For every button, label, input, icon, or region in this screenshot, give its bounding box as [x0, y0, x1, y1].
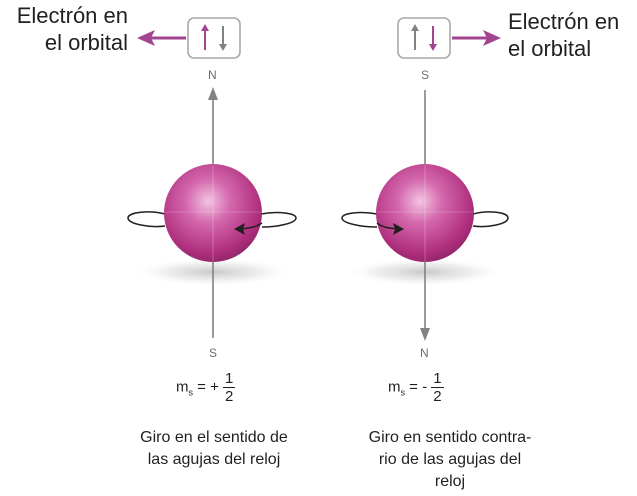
right-orbit-left: [341, 211, 378, 228]
right-pole-top: S: [421, 68, 430, 82]
left-rotation-arrow: [234, 223, 245, 235]
left-frac-numerator: 1: [223, 370, 236, 388]
left-pole-top: N: [208, 68, 217, 82]
right-ms-symbol: m: [388, 378, 401, 396]
right-orbit-back: [472, 211, 509, 228]
left-caption-line1: Giro en el sentido de: [140, 429, 288, 446]
left-label-line1: Electrón en: [16, 3, 128, 28]
right-axis-arrowhead: [420, 328, 430, 341]
left-electron-label: Electrón en el orbital: [6, 2, 128, 56]
left-spin-group: [127, 17, 297, 338]
left-pole-bottom: S: [209, 346, 218, 360]
left-ms-expression: ms = + 1 2: [176, 370, 266, 405]
left-orbit-back: [127, 211, 166, 228]
right-rotation-arrow: [393, 223, 404, 235]
left-label-line2: el orbital: [44, 30, 128, 55]
left-ms-fraction: 1 2: [223, 370, 236, 405]
left-axis-arrowhead: [208, 87, 218, 100]
right-purple-arrow: [452, 30, 501, 46]
right-frac-numerator: 1: [431, 370, 444, 388]
right-frac-denominator: 2: [433, 388, 442, 405]
right-caption: Giro en sentido contra- rio de las aguja…: [340, 427, 560, 493]
right-orbital-box: [397, 17, 451, 59]
right-spin-group: [341, 17, 509, 341]
right-electron-label: Electrón en el orbital: [508, 8, 633, 62]
left-caption: Giro en el sentido de las agujas del rel…: [104, 427, 324, 471]
left-orbital-box: [187, 17, 241, 59]
right-ms-subscript: s: [400, 387, 406, 398]
right-ms-sign: = -: [409, 378, 428, 396]
left-ms-symbol: m: [176, 378, 189, 396]
left-purple-arrow: [137, 30, 186, 46]
right-caption-line3: reloj: [434, 473, 466, 490]
right-ms-expression: ms = - 1 2: [388, 370, 478, 405]
right-caption-line1: Giro en sentido contra-: [368, 429, 532, 446]
left-orbit-right: [260, 211, 297, 228]
left-frac-denominator: 2: [225, 388, 234, 405]
right-pole-bottom: N: [420, 346, 429, 360]
left-electron-sphere: [164, 164, 262, 262]
right-label-line2: el orbital: [508, 36, 592, 61]
right-caption-line2: rio de las agujas del: [378, 451, 522, 468]
right-electron-sphere: [376, 164, 474, 262]
left-ms-subscript: s: [188, 387, 194, 398]
right-label-line1: Electrón en: [508, 9, 620, 34]
left-ms-sign: = +: [197, 378, 219, 396]
right-ms-fraction: 1 2: [431, 370, 444, 405]
left-caption-line2: las agujas del reloj: [147, 451, 281, 468]
